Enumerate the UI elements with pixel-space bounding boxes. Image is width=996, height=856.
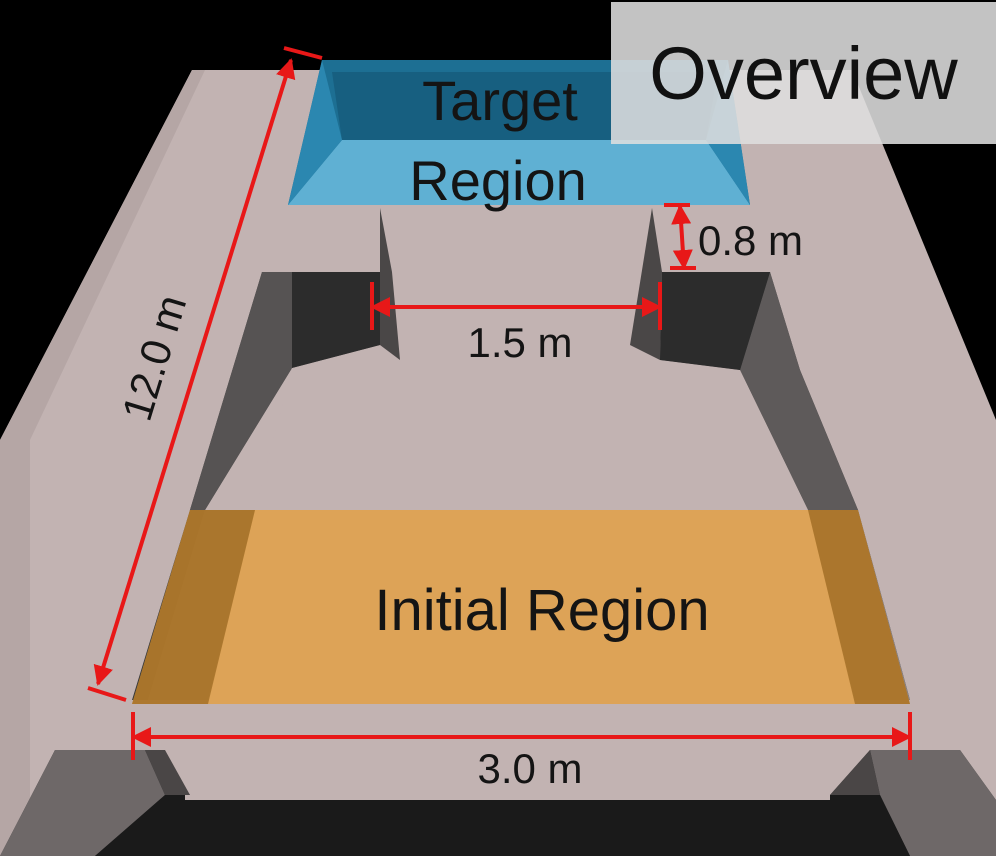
length-arrow — [93, 58, 296, 686]
overview-title: Overview — [649, 31, 958, 115]
length-tick-top — [283, 46, 323, 60]
right-block-shadow — [660, 272, 770, 370]
gap-arrow — [671, 204, 693, 270]
target-pit-leftwall — [288, 60, 342, 205]
corridor-floor — [255, 345, 808, 510]
front-gap — [95, 795, 910, 856]
initial-region-right-shade — [808, 510, 910, 704]
course-width-label: 3.0 m — [477, 745, 582, 792]
initial-region-label: Initial Region — [374, 578, 709, 643]
front-left-edge — [145, 750, 190, 795]
floor-edge-shade — [0, 70, 205, 856]
dimension-annotations — [87, 46, 912, 760]
left-block-shadow — [292, 272, 380, 368]
gap-depth-label: 0.8 m — [698, 217, 803, 264]
target-region-label-line2: Region — [409, 149, 586, 212]
opening-width-label: 1.5 m — [467, 319, 572, 366]
length-tick-bottom — [87, 686, 127, 702]
target-pit-bottom — [288, 140, 750, 205]
right-trench-face — [740, 272, 858, 510]
target-region-label-line1: Target — [422, 69, 578, 132]
front-left-block — [0, 750, 165, 856]
right-gate-post — [630, 208, 662, 360]
left-gate-post — [380, 208, 400, 360]
overview-banner: Overview — [611, 2, 996, 144]
foreground-walls — [0, 750, 996, 856]
front-right-block — [870, 750, 996, 856]
initial-region — [132, 510, 910, 704]
front-ledge — [185, 795, 830, 800]
front-right-edge — [830, 750, 880, 795]
